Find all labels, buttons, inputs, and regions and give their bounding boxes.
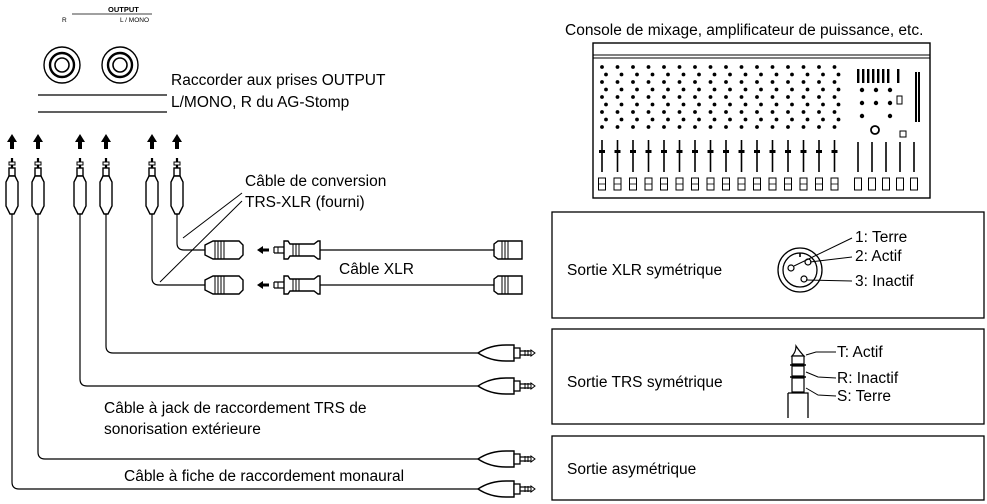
trs-ring-label: R: Inactif — [837, 370, 899, 387]
conversion-plug-1 — [144, 156, 160, 216]
xlr-male-connector-2 — [273, 275, 321, 295]
output-jack-r[interactable] — [43, 46, 81, 84]
output-label-lmono: L / MONO — [120, 17, 149, 24]
mono-box-plug-1 — [477, 450, 536, 468]
arrow-up-icon — [147, 134, 157, 149]
arrow-left-icon — [257, 281, 269, 289]
arrow-up-icon — [172, 134, 182, 149]
mono-plug-1 — [4, 156, 20, 216]
trs-plug-1 — [72, 156, 88, 216]
conversion-cable-label-line2: TRS-XLR (fourni) — [245, 194, 365, 211]
output-jack-lmono[interactable] — [101, 46, 139, 84]
xlr-male-connector-1 — [273, 240, 321, 260]
arrow-up-icon — [75, 134, 85, 149]
arrow-left-icon — [257, 246, 269, 254]
conversion-cable-label-line1: Câble de conversion — [245, 173, 386, 190]
xlr-box-title: Sortie XLR symétrique — [567, 262, 722, 279]
trs-plug-diagram-icon — [787, 344, 809, 418]
xlr-female-connector-1 — [204, 240, 244, 260]
xlr-box-connector-1 — [493, 240, 523, 260]
xlr-female-connector-2 — [204, 275, 244, 295]
mono-plug-2 — [30, 156, 46, 216]
trs-plug-2 — [98, 156, 114, 216]
trs-sleeve-label: S: Terre — [837, 388, 891, 405]
trs-box-title: Sortie TRS symétrique — [567, 374, 723, 391]
arrow-up-icon — [33, 134, 43, 149]
xlr-pin1-label: 1: Terre — [855, 229, 907, 246]
cables — [11, 192, 494, 490]
mixer-console-icon — [592, 42, 931, 199]
arrow-up-icon — [101, 134, 111, 149]
connect-outputs-text-line1: Raccorder aux prises OUTPUT — [171, 72, 386, 89]
mixer-caption: Console de mixage, amplificateur de puis… — [565, 22, 923, 39]
mono-cable-label: Câble à fiche de raccordement monaural — [124, 468, 404, 485]
xlr-pin3-label: 3: Inactif — [855, 273, 914, 290]
trs-box-plug-2 — [477, 377, 536, 395]
conversion-plug-2 — [169, 156, 185, 216]
unbalanced-box-title: Sortie asymétrique — [567, 461, 696, 478]
xlr-cable-label: Câble XLR — [339, 261, 414, 278]
mono-box-plug-2 — [477, 480, 536, 498]
xlr-balanced-output-box: Sortie XLR symétrique 1: Terre 2: Actif … — [551, 211, 985, 319]
output-label-r: R — [62, 17, 67, 24]
xlr-box-connector-2 — [493, 275, 523, 295]
trs-tip-label: T: Actif — [837, 344, 883, 361]
xlr-socket-icon — [777, 247, 823, 293]
trs-box-plug-1 — [477, 344, 536, 362]
output-title: OUTPUT — [108, 5, 139, 14]
connect-outputs-text-line2: L/MONO, R du AG-Stomp — [171, 94, 349, 111]
trs-cable-label-line1: Câble à jack de raccordement TRS de — [104, 400, 367, 417]
trs-balanced-output-box: Sortie TRS symétrique T: Actif R: Inacti… — [551, 328, 985, 425]
trs-cable-label-line2: sonorisation extérieure — [104, 421, 261, 438]
unbalanced-output-box: Sortie asymétrique — [551, 435, 985, 501]
output-panel: OUTPUT R L / MONO — [38, 5, 167, 113]
arrow-up-icon — [7, 134, 17, 149]
xlr-pin2-label: 2: Actif — [855, 248, 902, 265]
